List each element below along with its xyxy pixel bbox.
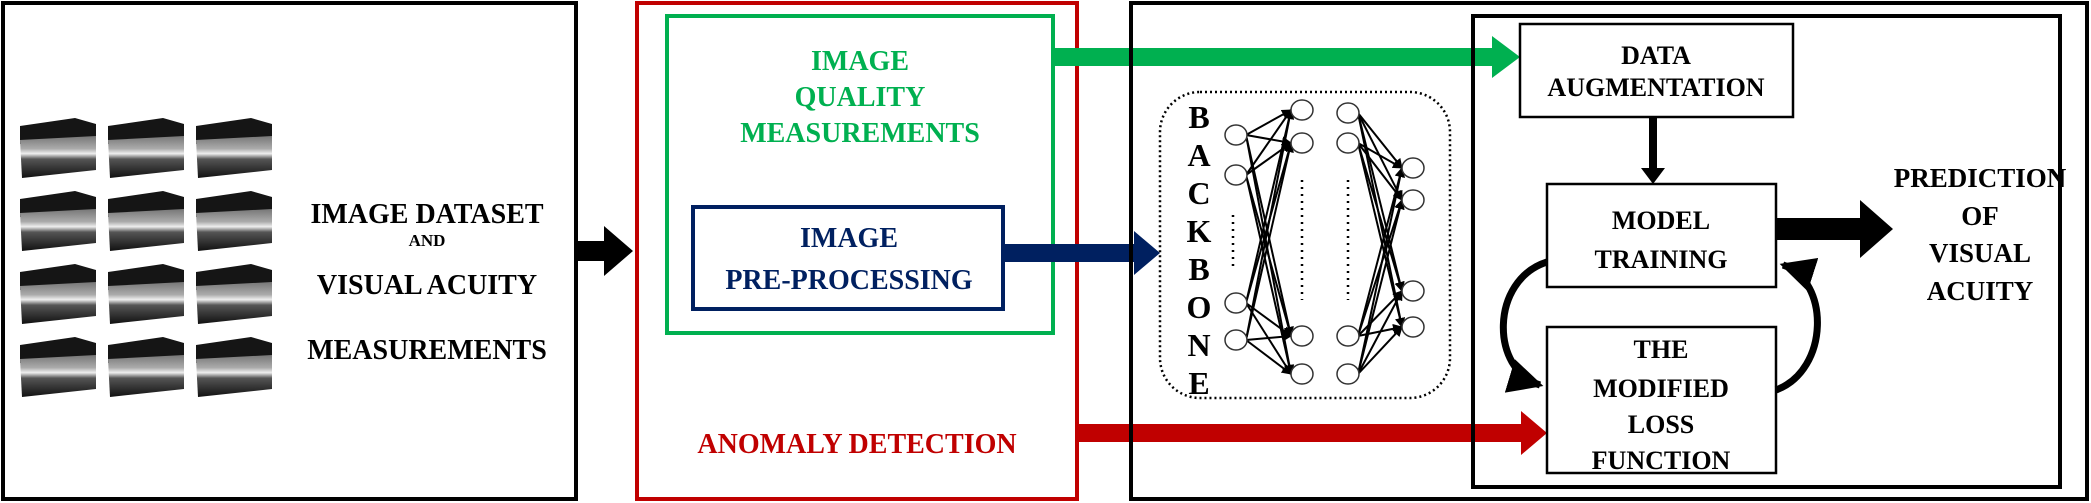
network-node <box>1336 325 1360 347</box>
network-edge <box>1245 109 1292 176</box>
oct-volume-image <box>108 264 184 324</box>
network-node <box>1336 102 1360 124</box>
oct-volume-image <box>20 191 96 251</box>
network-edge <box>1357 199 1405 375</box>
loss-line3: LOSS <box>1628 410 1695 439</box>
network-edge <box>1357 167 1406 375</box>
dataset-measurements: MEASUREMENTS <box>307 335 547 366</box>
oct-volume-image <box>20 264 96 324</box>
network-node <box>1290 132 1314 154</box>
network-edge <box>1357 142 1403 169</box>
network-edge <box>1357 112 1405 292</box>
network-edge <box>1357 112 1403 169</box>
network-edge <box>1245 109 1294 304</box>
dataset-and: AND <box>409 231 446 250</box>
oct-volume-image <box>196 337 272 397</box>
arrow-training-to-prediction <box>1776 200 1893 258</box>
network-node <box>1401 280 1425 302</box>
network-node <box>1336 132 1360 154</box>
quality-line1: IMAGE <box>811 46 909 77</box>
oct-volume-image <box>108 118 184 178</box>
backbone-letter: B <box>1188 251 1209 287</box>
dataset-visual-acuity: VISUAL ACUITY <box>317 270 537 301</box>
training-box <box>1545 182 1778 289</box>
augmentation-line1: DATA <box>1621 41 1691 70</box>
preprocessing-line2: PRE-PROCESSING <box>725 265 973 296</box>
model-panel <box>1129 1 2089 501</box>
curved-arrow-loss-to-training <box>1774 257 1821 394</box>
training-section <box>1471 14 2062 489</box>
curved-arrow-training-to-loss <box>1499 258 1549 393</box>
oct-image-grid <box>20 118 272 397</box>
prediction-line2: OF <box>1961 201 1999 231</box>
network-edge <box>1357 326 1403 375</box>
network-edge <box>1245 331 1292 342</box>
oct-volume-image <box>108 191 184 251</box>
network-edge <box>1357 290 1403 375</box>
prediction-line4: ACUITY <box>1927 276 2034 306</box>
network-edge <box>1245 174 1294 337</box>
network-edge <box>1245 109 1292 136</box>
network-edge <box>1245 339 1292 375</box>
oct-volume-image <box>20 118 96 178</box>
augmentation-line2: AUGMENTATION <box>1547 73 1764 102</box>
network-node <box>1290 363 1314 385</box>
neural-network-graphic <box>1224 99 1425 385</box>
backbone-letter: C <box>1187 175 1210 211</box>
quality-box <box>665 14 1055 335</box>
arrow-quality-to-augmentation <box>1053 36 1520 78</box>
network-edge <box>1245 142 1294 341</box>
network-node <box>1336 363 1360 385</box>
prediction-line3: VISUAL <box>1929 238 2031 268</box>
oct-volume-image <box>196 118 272 178</box>
network-node <box>1224 329 1248 351</box>
backbone-letter: E <box>1188 365 1209 401</box>
network-node <box>1290 99 1314 121</box>
network-node <box>1401 316 1425 338</box>
network-edge <box>1357 142 1405 292</box>
arrow-augmentation-to-training <box>1641 117 1665 184</box>
oct-volume-image <box>196 264 272 324</box>
oct-volume-image <box>196 191 272 251</box>
arrow-anomaly-to-loss <box>1077 411 1547 455</box>
quality-line3: MEASUREMENTS <box>740 118 980 149</box>
network-edge <box>1357 142 1403 201</box>
loss-line4: FUNCTION <box>1592 446 1731 475</box>
augmentation-box <box>1518 22 1795 119</box>
network-node <box>1224 164 1248 186</box>
anomaly-detection-label: ANOMALY DETECTION <box>697 429 1016 460</box>
loss-box <box>1545 325 1778 475</box>
backbone-letter: K <box>1187 213 1212 249</box>
training-line1: MODEL <box>1612 206 1710 235</box>
training-line2: TRAINING <box>1595 245 1728 274</box>
network-node <box>1401 189 1425 211</box>
arrow-preprocessing-to-backbone <box>1003 231 1160 275</box>
prediction-line1: PREDICTION <box>1894 163 2067 193</box>
backbone-letter: A <box>1187 137 1210 173</box>
backbone-letter: N <box>1187 327 1210 363</box>
preprocessing-line1: IMAGE <box>800 223 898 254</box>
oct-volume-image <box>108 337 184 397</box>
quality-line2: QUALITY <box>795 82 926 113</box>
backbone-box <box>1158 90 1452 400</box>
network-node <box>1224 292 1248 314</box>
dataset-title: IMAGE DATASET <box>310 199 543 230</box>
arrow-dataset-to-anomaly <box>576 226 633 276</box>
backbone-letter: O <box>1187 289 1212 325</box>
loss-line1: THE <box>1634 335 1689 364</box>
network-node <box>1224 124 1248 146</box>
network-edge <box>1357 167 1405 337</box>
backbone-letter: B <box>1188 99 1209 135</box>
network-node <box>1290 325 1314 347</box>
loss-line2: MODIFIED <box>1593 374 1729 403</box>
dataset-panel <box>1 1 578 501</box>
oct-volume-image <box>20 337 96 397</box>
network-edge <box>1245 109 1295 341</box>
network-node <box>1401 157 1425 179</box>
